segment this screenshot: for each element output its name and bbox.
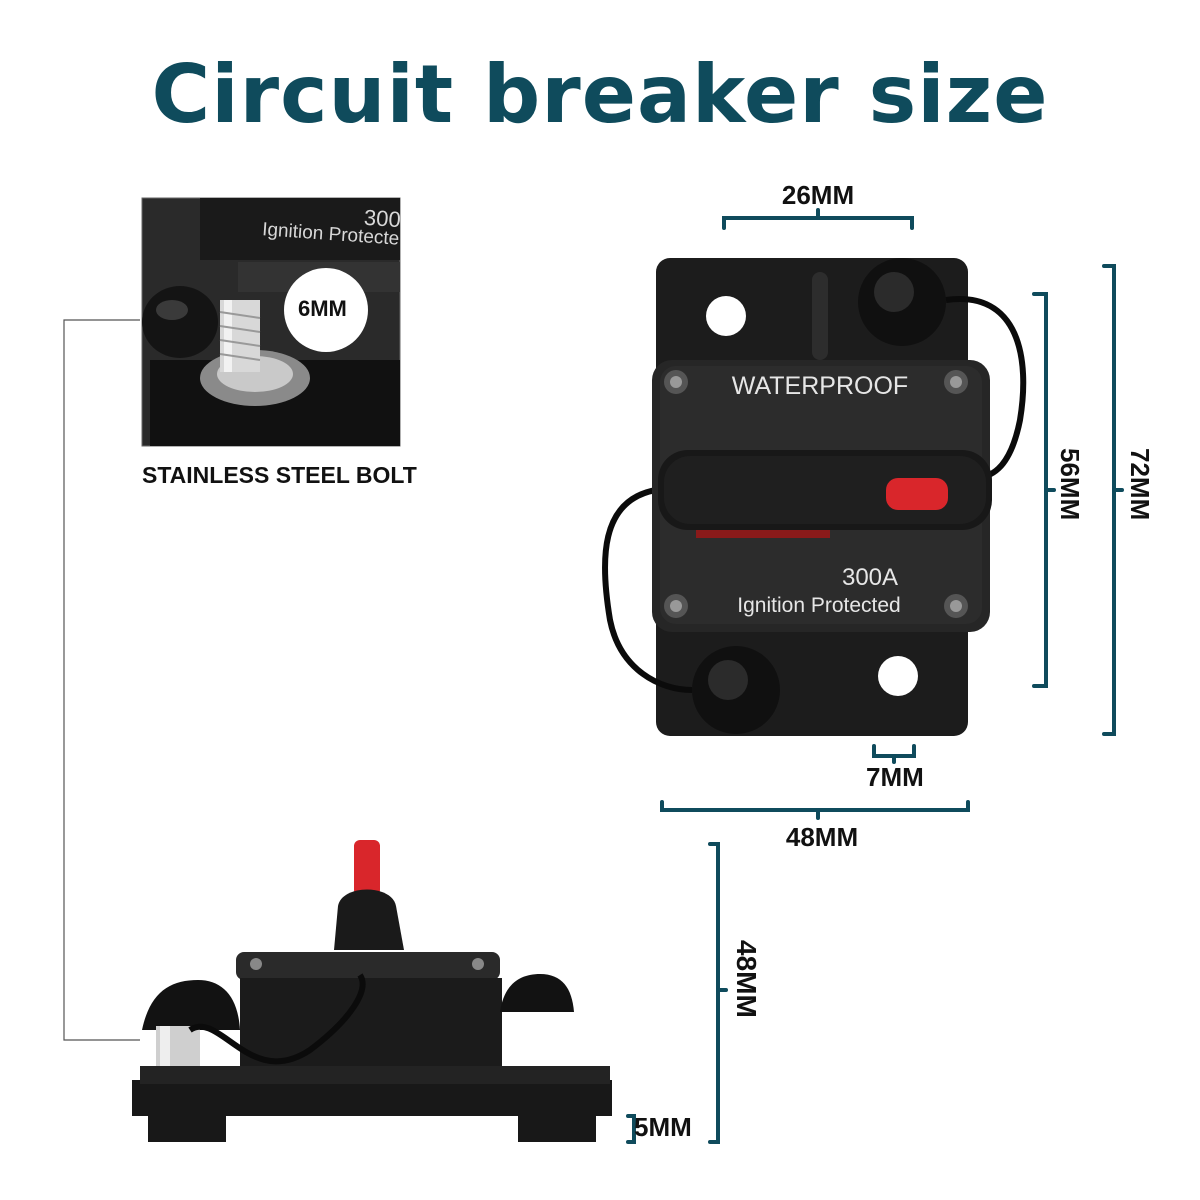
rating-label: 300A — [841, 564, 899, 591]
dim-top-width: 26MM — [781, 180, 855, 210]
breaker-side-view — [132, 840, 612, 1142]
dim-hole: 7MM — [866, 762, 924, 792]
ignition-label: Ignition Protected — [737, 594, 901, 617]
dim-width: 48MM — [785, 822, 859, 852]
dimension-lines — [626, 208, 1124, 1144]
dim-base: 5MM — [634, 1112, 692, 1142]
inset-photo — [141, 197, 401, 447]
inset-caption: STAINLESS STEEL BOLT — [142, 462, 417, 488]
breaker-front-view — [601, 258, 1027, 736]
bolt-size-label: 6MM — [298, 296, 347, 321]
page-title: Circuit breaker size — [151, 48, 1049, 141]
connector-line — [63, 319, 140, 1041]
dim-inner-height: 56MM — [1055, 448, 1085, 521]
dim-side-height: 48MM — [731, 940, 762, 1018]
waterproof-label: WATERPROOF — [731, 372, 909, 400]
dim-outer-height: 72MM — [1125, 448, 1155, 521]
